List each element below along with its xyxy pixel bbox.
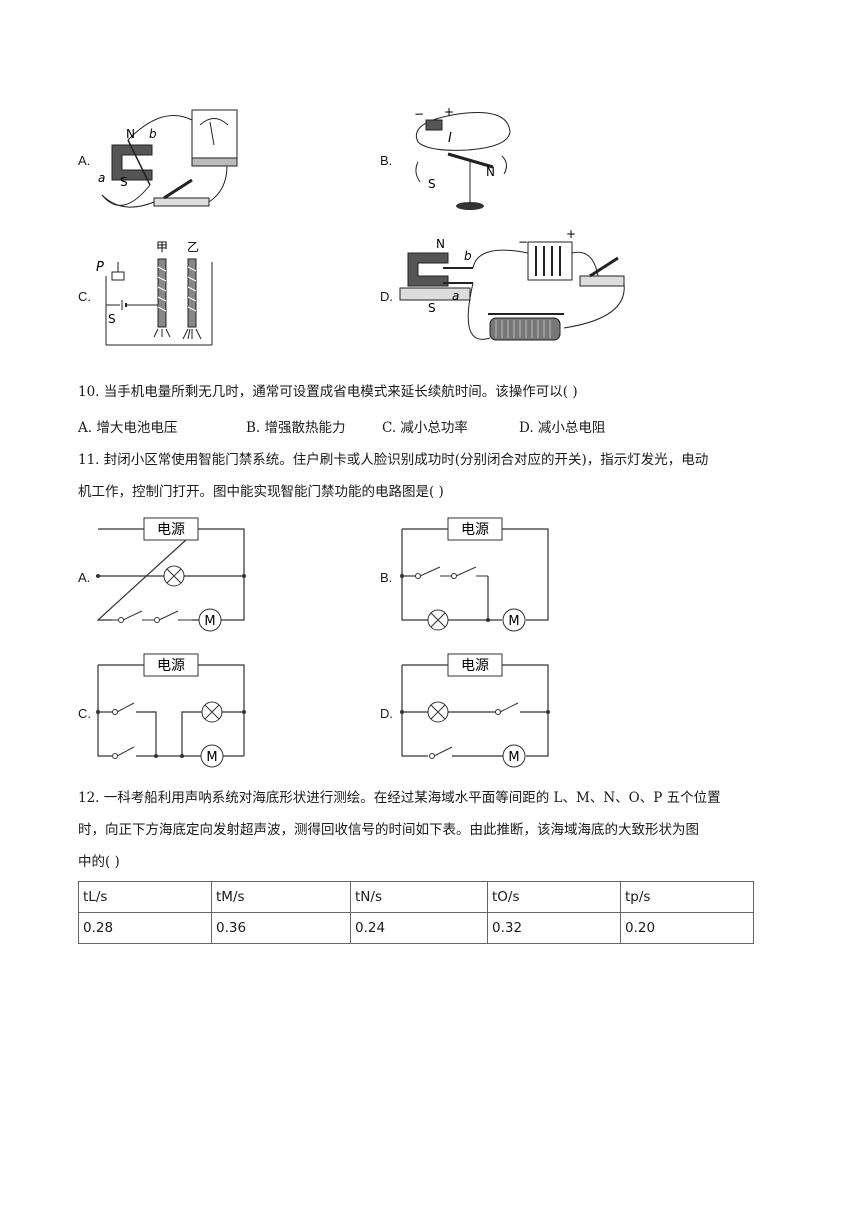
mark-b: b xyxy=(464,249,472,263)
switch-1 xyxy=(499,702,519,713)
mark-s: S xyxy=(120,175,128,189)
table-cell: 0.24 xyxy=(350,912,488,944)
switch-2 xyxy=(455,566,477,577)
mark-p: P xyxy=(96,260,104,275)
switch-1 xyxy=(122,610,143,621)
q10-option-a: A. 增大电池电压 xyxy=(78,420,178,436)
q10-option-b: B. 增强散热能力 xyxy=(246,420,346,436)
power-label: 电源 xyxy=(461,522,489,538)
table-cell: 0.28 xyxy=(78,912,212,944)
power-source xyxy=(447,517,503,541)
q10-option-d: D. 减小总电阻 xyxy=(519,420,606,436)
mark-n: N xyxy=(436,237,445,251)
switch xyxy=(153,197,210,207)
circuit-d-letter: D. xyxy=(380,706,393,721)
power-source xyxy=(143,653,199,677)
table-cell: 0.20 xyxy=(620,912,754,944)
switch-2 xyxy=(433,746,453,757)
mark-minus: − xyxy=(414,107,424,121)
needle-stand xyxy=(456,202,484,210)
horseshoe-magnet xyxy=(407,252,449,287)
rheostat xyxy=(111,271,125,281)
echo-time-table: tL/s tM/s tN/s tO/s tp/s 0.28 0.36 0.24 … xyxy=(78,881,754,944)
mark-n: N xyxy=(486,165,495,179)
mark-minus: − xyxy=(518,235,528,249)
question-11-line-1: 11. 封闭小区常使用智能门禁系统。住户刷卡或人脸识别成功时(分别闭合对应的开关… xyxy=(78,452,709,468)
mark-plus: + xyxy=(444,105,454,119)
conductor-wire xyxy=(127,139,151,186)
table-cell: 0.36 xyxy=(211,912,351,944)
power-label: 电源 xyxy=(157,658,185,674)
compass-needle xyxy=(447,152,494,169)
table-header-cell: tO/s xyxy=(487,881,621,913)
motor-figure: N S b a − + xyxy=(399,228,625,341)
q10-option-c: C. 减小总功率 xyxy=(382,420,468,436)
base-board xyxy=(399,287,471,301)
motor-label: M xyxy=(204,614,215,629)
table-row: 0.28 0.36 0.24 0.32 0.20 xyxy=(78,912,754,944)
motor-symbol xyxy=(502,608,526,632)
mark-a: a xyxy=(98,171,105,185)
switch xyxy=(579,275,625,287)
mark-s: S xyxy=(428,301,436,315)
table-header-row: tL/s tM/s tN/s tO/s tp/s xyxy=(78,881,754,913)
table-header-cell: tM/s xyxy=(211,881,351,913)
power-label: 电源 xyxy=(461,658,489,674)
table-header-cell: tN/s xyxy=(350,881,488,913)
mark-yi: 乙 xyxy=(187,240,199,254)
horseshoe-magnet xyxy=(111,144,153,181)
motor-symbol xyxy=(200,744,224,768)
motor-label: M xyxy=(206,750,217,765)
mark-s: S xyxy=(108,312,116,326)
battery-cell xyxy=(425,119,443,131)
mark-jia: 甲 xyxy=(156,240,168,254)
circuit-b-letter: B. xyxy=(380,570,393,585)
battery-pack xyxy=(527,241,573,281)
mark-n: N xyxy=(126,127,135,141)
power-source xyxy=(143,517,199,541)
table-header-cell: tL/s xyxy=(78,881,212,913)
switch-2 xyxy=(116,746,135,757)
wire-loop xyxy=(416,111,511,151)
question-11-line-2: 机工作，控制门打开。图中能实现智能门禁功能的电路图是( ) xyxy=(78,484,444,500)
mark-b: b xyxy=(149,127,157,141)
switch-1 xyxy=(419,566,441,577)
oersted-figure: − + I S N xyxy=(414,105,511,210)
option-letter-b: B. xyxy=(380,153,393,168)
motor-label: M xyxy=(508,750,519,765)
table-cell: 0.32 xyxy=(487,912,621,944)
option-letter-c: C. xyxy=(78,289,91,304)
mark-plus: + xyxy=(566,228,576,241)
question-12-line-2: 时，向正下方海底定向发射超声波，测得回收信号的时间如下表。由此推断，该海域海底的… xyxy=(78,822,699,838)
generator-figure: N b a S xyxy=(98,109,238,208)
power-label: 电源 xyxy=(157,522,185,538)
mark-a: a xyxy=(452,289,459,303)
coil-yi xyxy=(187,258,197,328)
question-12-line-1: 12. 一科考船利用声呐系统对海底形状进行测绘。在经过某海域水平面等间距的 L、… xyxy=(78,790,721,806)
coil-jia xyxy=(157,258,167,328)
question-10-text: 10. 当手机电量所剩无几时，通常可设置成省电模式来延长续航时间。该操作可以( … xyxy=(78,384,578,400)
circuit-a-letter: A. xyxy=(78,570,91,585)
motor-symbol xyxy=(198,608,222,632)
motor-label: M xyxy=(508,614,519,629)
circuit-b: 电源 M xyxy=(400,517,549,632)
option-letter-a: A. xyxy=(78,153,91,168)
circuit-d: 电源 M xyxy=(400,653,550,768)
electromagnet-figure: 甲 乙 P S xyxy=(96,240,213,346)
circuit-a: 电源 M xyxy=(96,517,246,632)
circuit-c: 电源 M xyxy=(96,653,246,768)
option-letter-d: D. xyxy=(380,289,393,304)
mark-s: S xyxy=(428,177,436,191)
table-header-cell: tp/s xyxy=(620,881,754,913)
power-source xyxy=(447,653,503,677)
switch-1 xyxy=(116,702,135,713)
galvanometer xyxy=(191,109,238,166)
motor-symbol xyxy=(502,744,526,768)
circuit-c-letter: C. xyxy=(78,706,91,721)
switch-2 xyxy=(158,610,179,621)
question-12-line-3: 中的( ) xyxy=(78,854,120,870)
mark-current: I xyxy=(448,131,452,146)
